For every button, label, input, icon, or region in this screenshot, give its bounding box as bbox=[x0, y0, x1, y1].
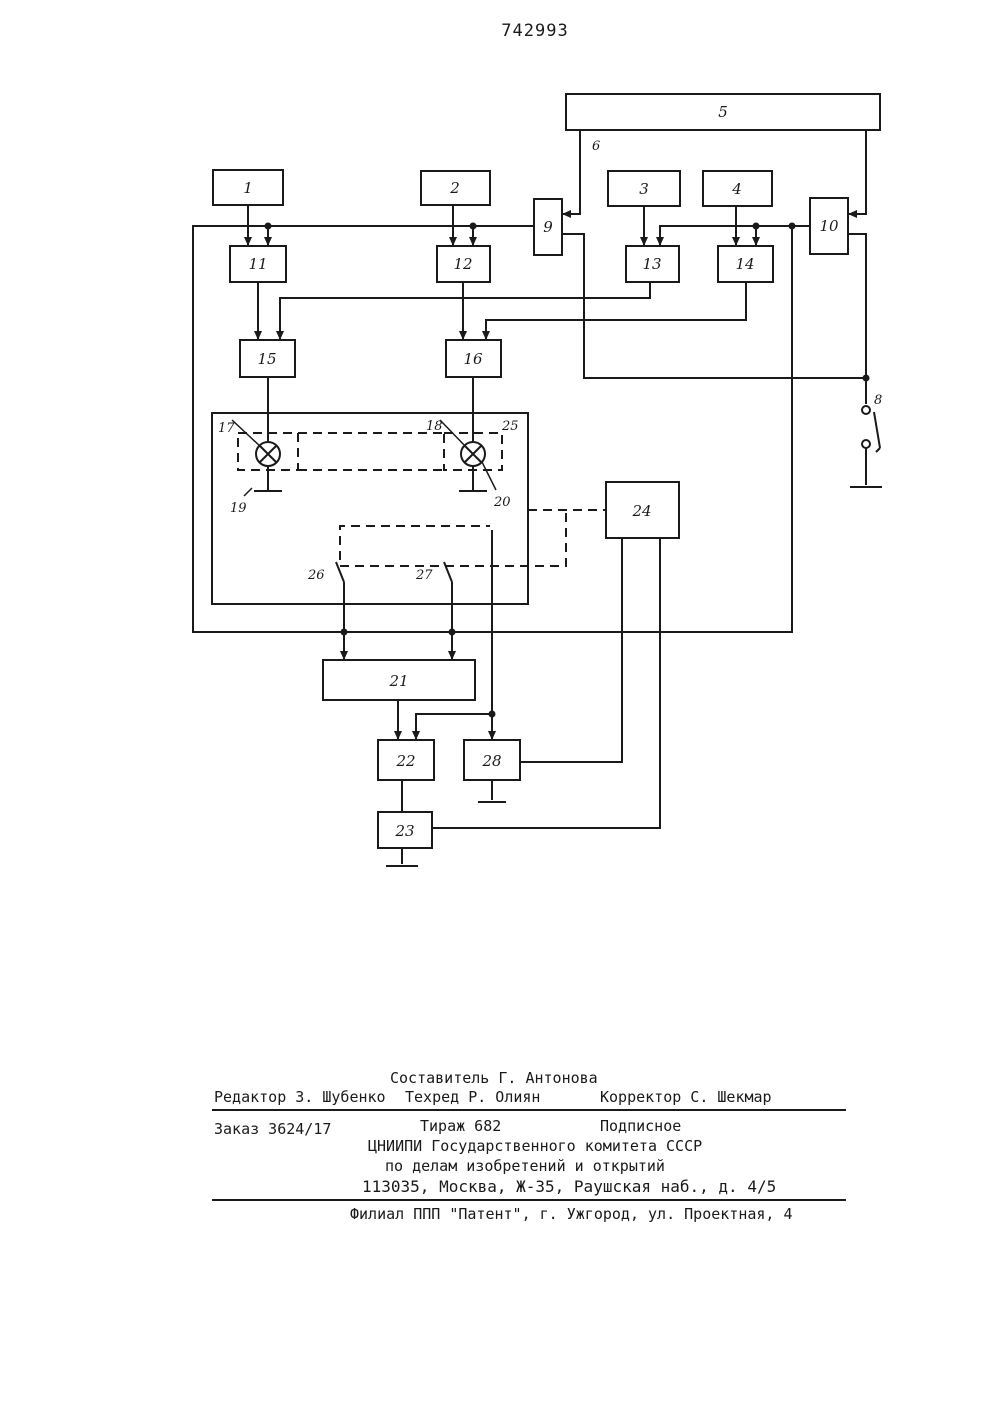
dashed-links bbox=[238, 433, 606, 566]
label-17: 17 bbox=[218, 421, 235, 436]
footer-rule-top bbox=[212, 1109, 846, 1111]
circulation-line: Тираж 682 bbox=[420, 1117, 501, 1135]
compiler-line: Составитель Г. Антонова bbox=[390, 1069, 598, 1087]
address-line: 113035, Москва, Ж-35, Раушская наб., д. … bbox=[362, 1177, 776, 1196]
svg-text:1: 1 bbox=[243, 179, 253, 197]
org-line-1: ЦНИИПИ Государственного комитета СССР bbox=[368, 1137, 702, 1155]
block-10: 10 bbox=[810, 198, 848, 254]
org-line-2: по делам изобретений и открытий bbox=[385, 1157, 665, 1175]
block-4: 4 bbox=[703, 171, 772, 206]
editor-line: Редактор З. Шубенко bbox=[214, 1088, 386, 1106]
block-24: 24 bbox=[606, 482, 679, 538]
branch-line: Филиал ППП "Патент", г. Ужгород, ул. Про… bbox=[350, 1205, 793, 1223]
label-8: 8 bbox=[874, 393, 882, 408]
block-5: 5 bbox=[566, 94, 880, 130]
label-25: 25 bbox=[501, 419, 519, 434]
block-14: 14 bbox=[718, 246, 773, 282]
footer-rule-bottom bbox=[212, 1199, 846, 1201]
block-21: 21 bbox=[323, 660, 475, 700]
svg-text:23: 23 bbox=[394, 822, 414, 840]
assembly-frame-25 bbox=[212, 413, 528, 604]
block-15: 15 bbox=[240, 340, 295, 377]
patent-number: 742993 bbox=[501, 21, 568, 41]
svg-text:11: 11 bbox=[248, 255, 267, 273]
techred-line: Техред Р. Олиян bbox=[405, 1088, 540, 1106]
label-26: 26 bbox=[307, 568, 325, 583]
svg-text:14: 14 bbox=[735, 255, 754, 273]
svg-text:3: 3 bbox=[639, 180, 649, 198]
label-27: 27 bbox=[415, 568, 433, 583]
svg-text:21: 21 bbox=[388, 672, 408, 690]
subscription-line: Подписное bbox=[600, 1117, 681, 1135]
svg-text:9: 9 bbox=[543, 218, 553, 236]
svg-text:22: 22 bbox=[395, 752, 415, 770]
svg-text:16: 16 bbox=[463, 350, 483, 368]
label-6: 6 bbox=[592, 139, 600, 154]
block-3: 3 bbox=[608, 171, 680, 206]
svg-text:24: 24 bbox=[631, 502, 651, 520]
block-22: 22 bbox=[378, 740, 434, 780]
block-28: 28 bbox=[464, 740, 520, 780]
svg-text:10: 10 bbox=[819, 217, 839, 235]
label-20: 20 bbox=[493, 495, 511, 510]
block-2: 2 bbox=[421, 171, 490, 205]
corrector-line: Корректор С. Шекмар bbox=[600, 1088, 772, 1106]
svg-text:15: 15 bbox=[257, 350, 276, 368]
block-13: 13 bbox=[626, 246, 679, 282]
order-line: Заказ 3624/17 bbox=[214, 1120, 331, 1138]
block-9: 5 9 bbox=[534, 199, 562, 255]
block-1: 1 bbox=[213, 170, 283, 205]
block-12: 12 bbox=[437, 246, 490, 282]
switch-8 bbox=[862, 406, 880, 452]
svg-text:13: 13 bbox=[642, 255, 661, 273]
svg-text:5: 5 bbox=[718, 103, 728, 121]
label-18: 18 bbox=[426, 419, 443, 434]
svg-text:4: 4 bbox=[731, 180, 742, 198]
block-23: 23 bbox=[378, 812, 432, 848]
junction-dots bbox=[265, 223, 870, 718]
svg-text:28: 28 bbox=[481, 752, 501, 770]
svg-text:2: 2 bbox=[449, 179, 460, 197]
block-16: 16 bbox=[446, 340, 501, 377]
block-11: 11 bbox=[230, 246, 286, 282]
label-19: 19 bbox=[230, 501, 247, 516]
svg-text:12: 12 bbox=[453, 255, 472, 273]
